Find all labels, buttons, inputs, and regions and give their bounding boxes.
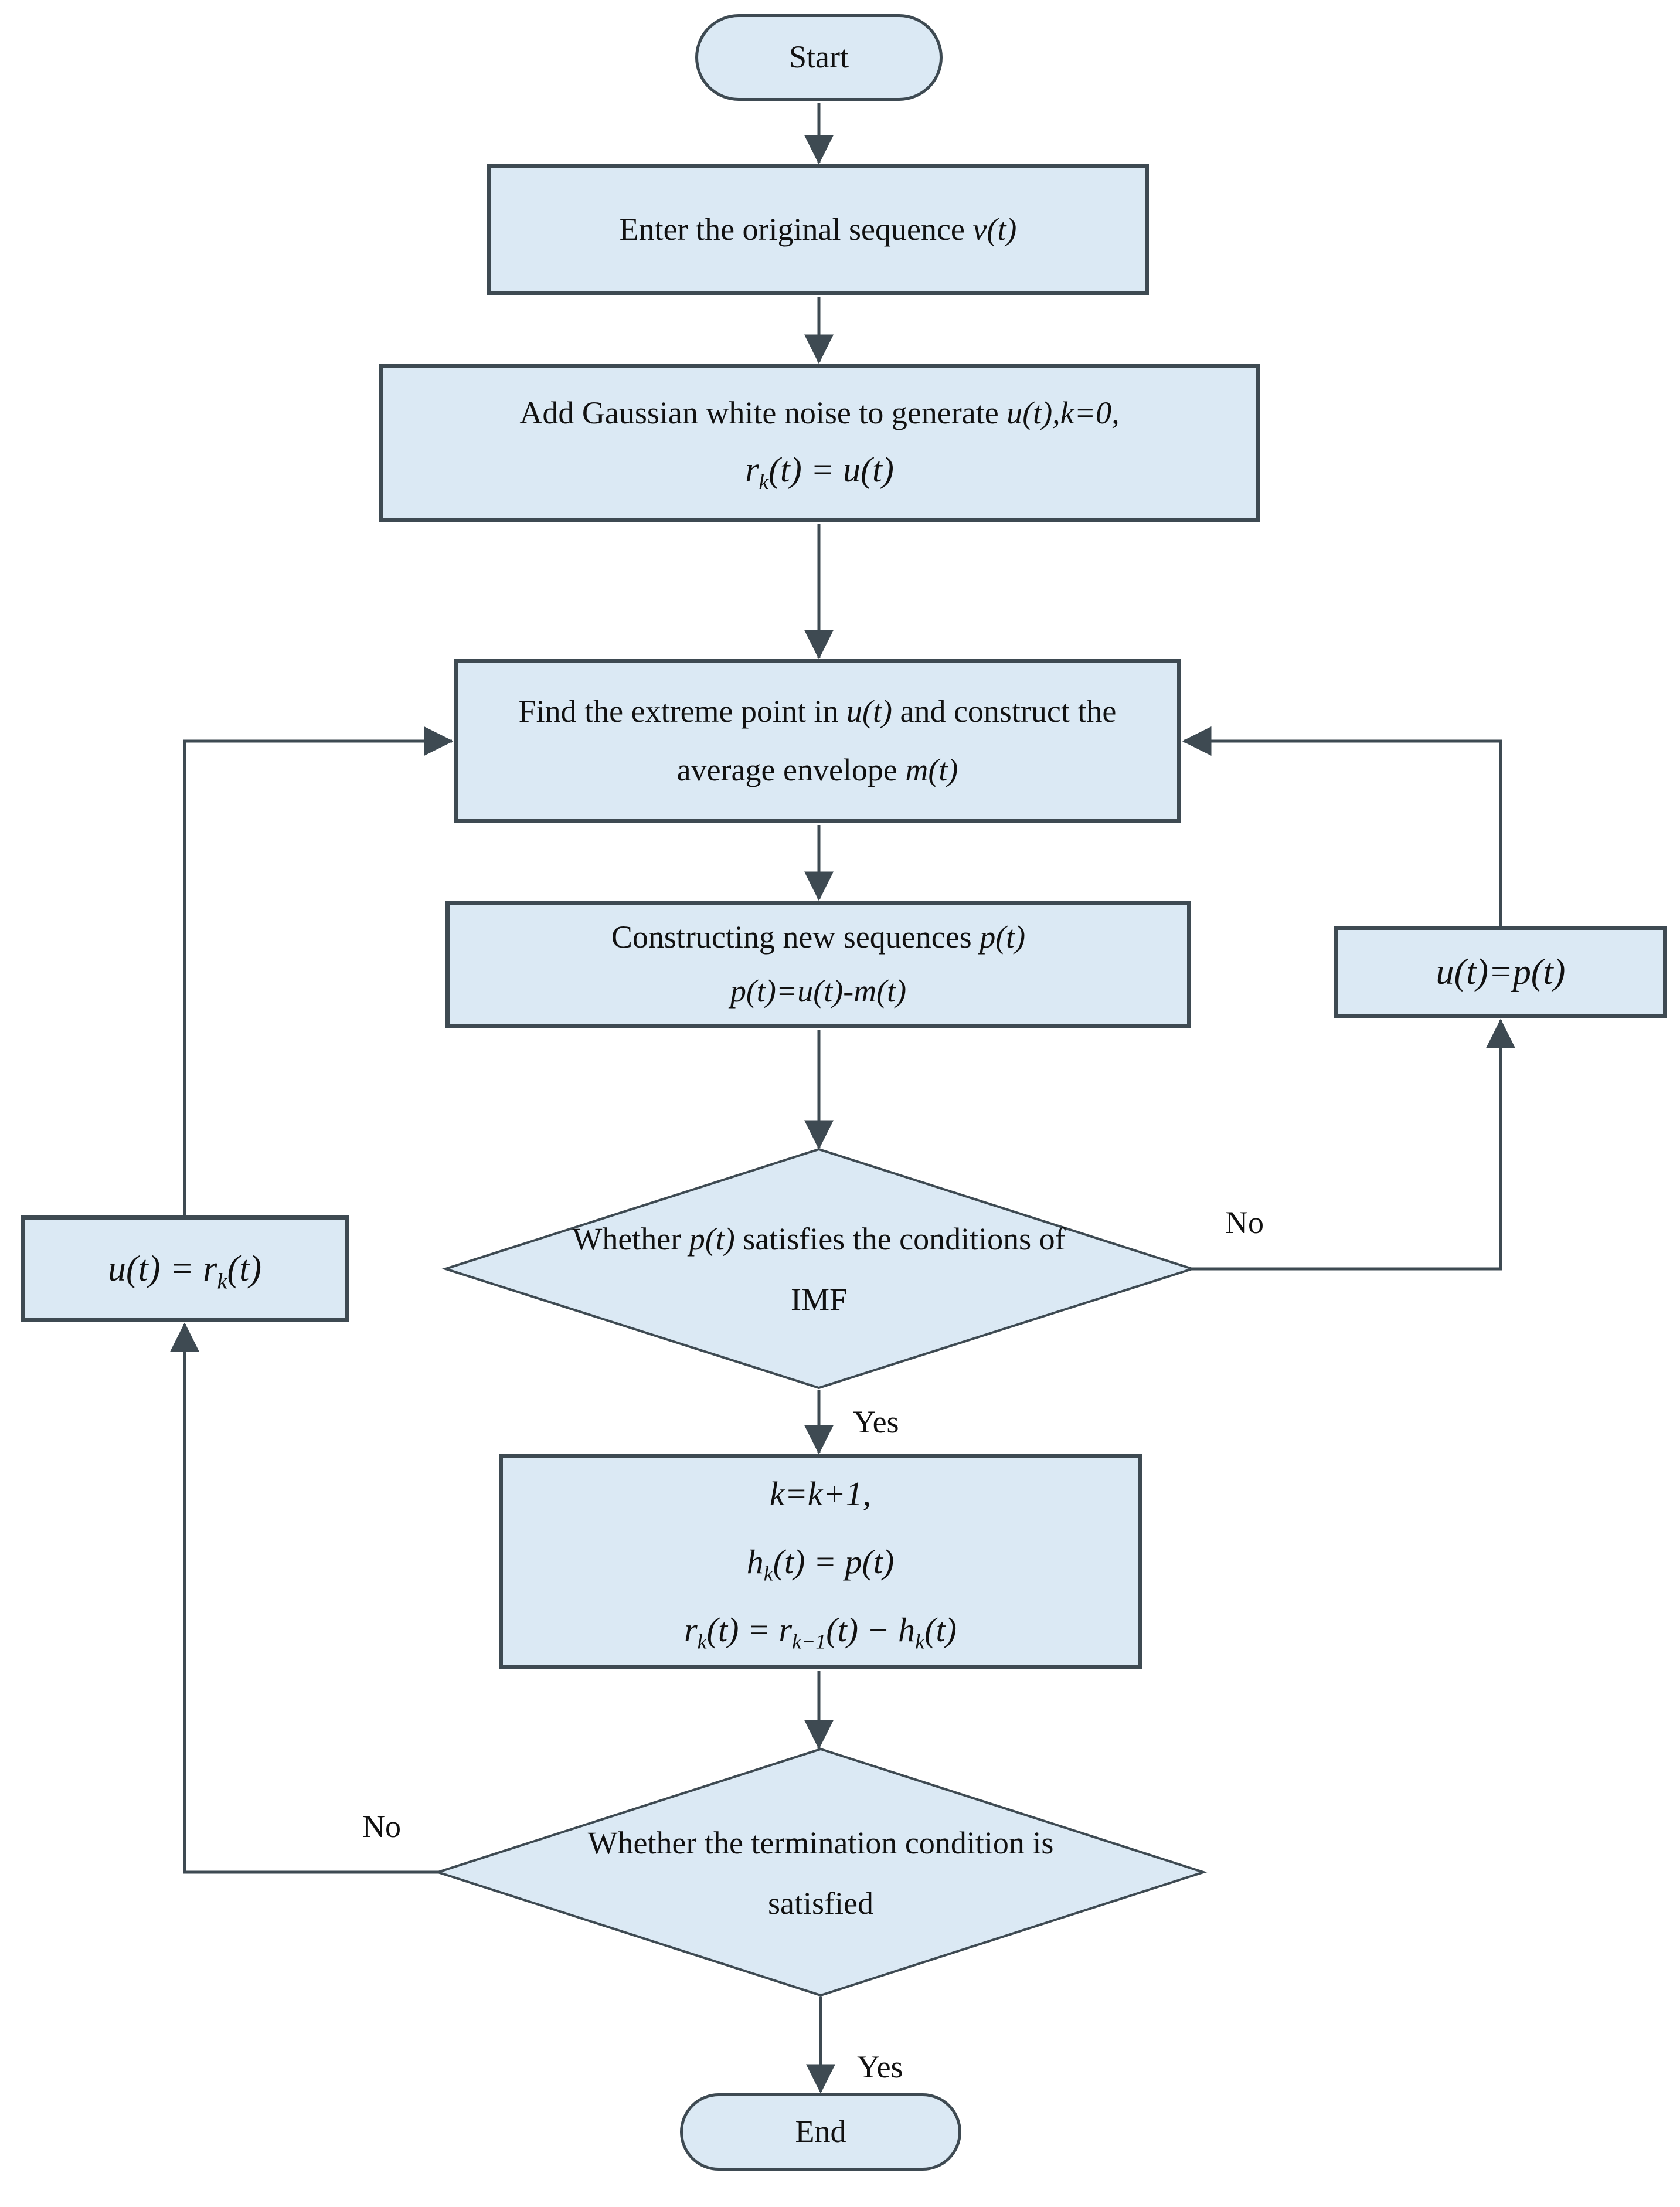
add-noise-line2: rk(t) = u(t) [745,440,894,500]
update-variables-node: k=k+1, hk(t) = p(t) rk(t) = rk−1(t) − hk… [499,1454,1142,1669]
connector-imf-no-to-uequalsp [1192,1018,1515,1271]
construct-line1: Constructing new sequences p(t) [611,911,1025,965]
enter-sequence-node: Enter the original sequence v(t) [487,164,1149,295]
construct-sequence-node: Constructing new sequences p(t) p(t)=u(t… [445,901,1191,1028]
construct-text: Constructing new sequences [611,919,980,955]
find-extreme-math2: m(t) [905,752,958,787]
u-equals-r-text2: (t) [227,1248,262,1289]
connector-uequalsr-to-find [183,726,454,1215]
end-node: End [680,2093,961,2171]
update-r2: (t) = r [706,1610,793,1649]
add-noise-r: r [745,450,759,490]
add-noise-eq: (t) = u(t) [768,450,894,490]
termination-no-label: No [362,1809,401,1844]
construct-math1: p(t) [980,919,1026,955]
update-h-eq: (t) = p(t) [773,1542,895,1581]
find-extreme-node: Find the extreme point in u(t) and const… [454,659,1181,823]
imf-yes-label: Yes [853,1404,899,1439]
start-node: Start [695,14,943,101]
update-r2-sub: k−1 [792,1629,827,1653]
find-extreme-math1: u(t) [846,694,892,729]
update-line3: rk(t) = rk−1(t) − hk(t) [684,1596,957,1664]
termination-decision-diamond [434,1747,1208,1997]
imf-decision-line1: Whether p(t) satisfies the conditions of [572,1209,1065,1269]
construct-math2: p(t)=u(t)-m(t) [730,973,907,1009]
end-label: End [795,2114,846,2150]
update-r3-sub: k [915,1629,925,1653]
u-equals-r-node: u(t) = rk(t) [21,1215,349,1322]
u-equals-r-text1: u(t) = r [107,1248,217,1289]
find-extreme-text1: Find the extreme point in [518,694,847,729]
add-noise-sub-k: k [759,470,769,495]
find-extreme-line1: Find the extreme point in u(t) and const… [519,683,1117,741]
find-extreme-text2: and construct the [892,694,1117,729]
add-noise-node: Add Gaussian white noise to generate u(t… [379,364,1260,522]
update-h: h [746,1542,764,1581]
update-h-sub: k [763,1561,773,1585]
update-line1: k=k+1, [769,1474,872,1513]
imf-no-label: No [1225,1205,1264,1240]
add-noise-line1: Add Gaussian white noise to generate u(t… [519,386,1119,440]
imf-decision-text: Whether p(t) satisfies the conditions of… [496,1193,1141,1346]
u-equals-r-sub: k [217,1269,227,1294]
update-r1: r [684,1610,698,1649]
imf-decision-line2: IMF [790,1282,848,1317]
add-noise-text: Add Gaussian white noise to generate [519,395,1007,430]
termination-line2: satisfied [768,1886,873,1921]
imf-decision-text1: Whether [572,1221,689,1257]
enter-sequence-text: Enter the original sequence [619,211,973,247]
imf-decision-text2: satisfies the conditions of [734,1221,1066,1257]
imf-decision-diamond [441,1147,1196,1390]
u-equals-p-label: u(t)=p(t) [1436,952,1566,992]
add-noise-math1: u(t),k=0, [1006,395,1120,430]
connector-termination-no-to-uequalsr [170,1322,438,1874]
enter-sequence-label: Enter the original sequence v(t) [620,201,1017,259]
start-label: Start [789,39,849,75]
find-extreme-line2: average envelope m(t) [677,741,958,800]
u-equals-p-node: u(t)=p(t) [1334,926,1667,1018]
termination-line1: Whether the termination condition is [587,1825,1054,1861]
update-r1-sub: k [697,1629,707,1653]
imf-decision-math: p(t) [689,1221,735,1257]
update-r3: (t) − h [826,1610,916,1649]
update-line2: hk(t) = p(t) [747,1528,895,1596]
termination-yes-label: Yes [857,2049,903,2084]
enter-sequence-math: v(t) [972,211,1017,247]
find-extreme-text3: average envelope [676,752,906,787]
termination-decision-text: Whether the termination condition is sat… [498,1797,1143,1950]
u-equals-r-label: u(t) = rk(t) [108,1235,261,1303]
update-r4: (t) [924,1610,957,1649]
connector-uequalsp-to-find [1182,726,1502,926]
